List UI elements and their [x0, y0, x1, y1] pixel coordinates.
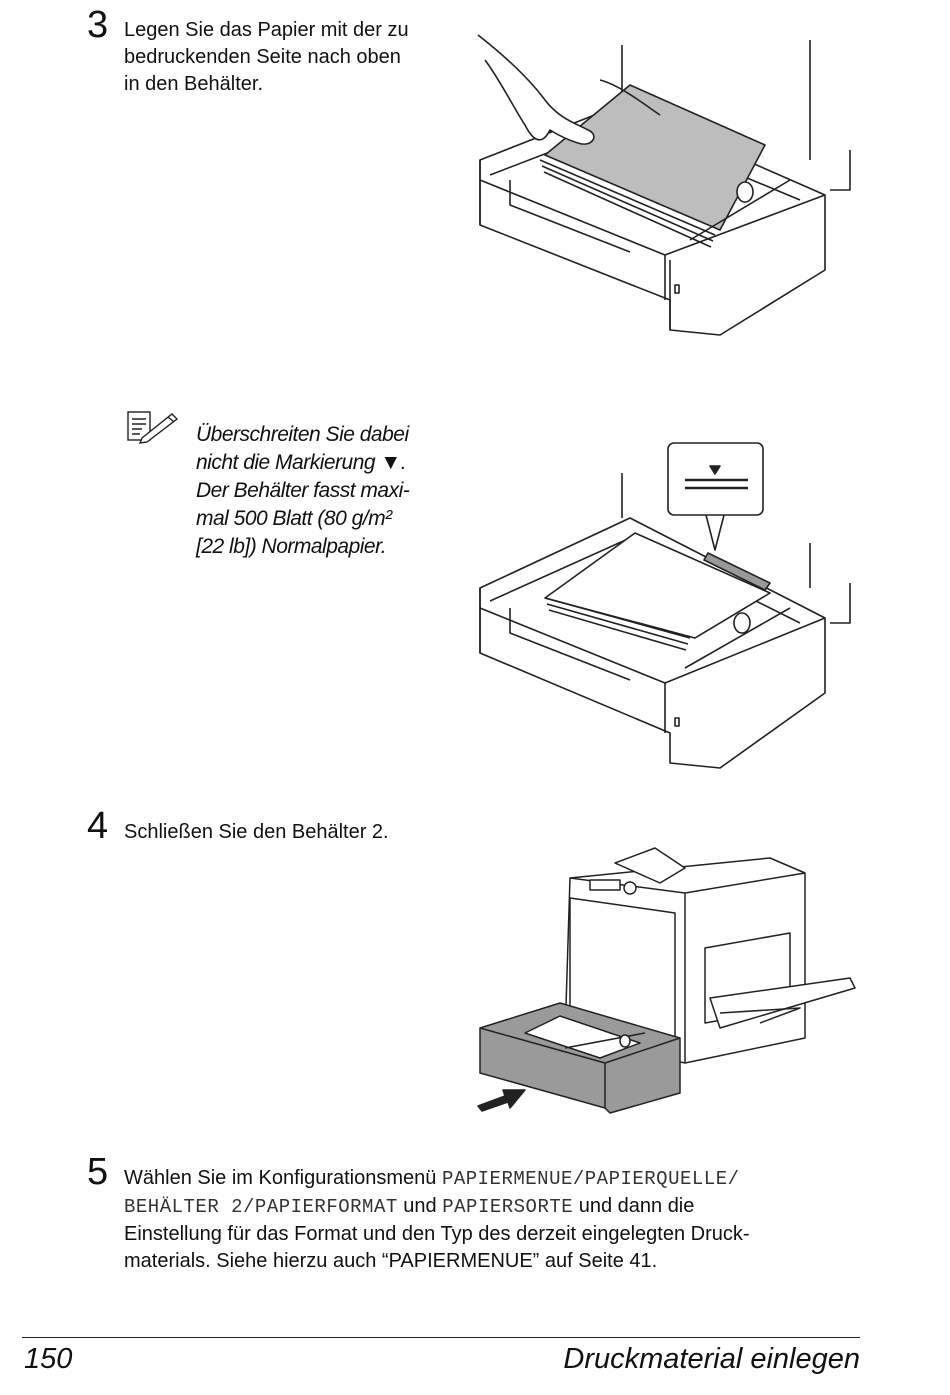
note-line: [22 lb]) Normalpapier. — [196, 535, 387, 558]
menu-item-text: PAPIERSORTE — [442, 1196, 574, 1218]
menu-path-text: PAPIERMENUE/PAPIERQUELLE/ — [441, 1168, 740, 1190]
step-5-text: Wählen Sie im Konfigurationsmenü PAPIERM… — [124, 1165, 884, 1275]
step-3-line: Legen Sie das Papier mit der zu — [124, 19, 409, 41]
step-5-number: 5 — [87, 1151, 109, 1193]
step-5-line-4: materials. Siehe hierzu auch “PAPIERMENU… — [124, 1250, 658, 1272]
note-text: Überschreiten Sie dabei nicht die Markie… — [196, 421, 456, 561]
menu-path-text: BEHÄLTER 2/PAPIERFORMAT — [124, 1196, 398, 1218]
printer-close-tray-illustration — [477, 847, 856, 1114]
step-5-line-1: Wählen Sie im Konfigurationsmenü PAPIERM… — [124, 1165, 884, 1193]
note-line: nicht die Markierung ▼. — [196, 451, 407, 474]
step-3-number: 3 — [87, 4, 109, 46]
note-line: Überschreiten Sie dabei — [196, 423, 409, 446]
tray-loading-illustration — [477, 34, 851, 336]
step-3-text: Legen Sie das Papier mit der zu bedrucke… — [124, 17, 409, 98]
step-5-line-2: BEHÄLTER 2/PAPIERFORMAT und PAPIERSORTE … — [124, 1193, 884, 1221]
step-3-line: bedruckenden Seite nach oben — [124, 46, 401, 68]
note-pencil-icon — [127, 411, 179, 444]
step-3-line: in den Behälter. — [124, 73, 263, 95]
note-line: Der Behälter fasst maxi- — [196, 479, 410, 502]
step-5-text-part: und — [397, 1195, 443, 1217]
section-title: Druckmaterial einlegen — [563, 1343, 860, 1375]
page-number: 150 — [24, 1343, 73, 1375]
footer-divider — [22, 1337, 860, 1338]
note-line: mal 500 Blatt (80 g/m² — [196, 507, 392, 530]
step-5-text-part: und dann die — [573, 1195, 695, 1217]
tray-fill-mark-illustration — [479, 442, 851, 769]
step-4-number: 4 — [87, 805, 109, 847]
step-5-text-part: Wählen Sie im Konfigurationsmenü — [124, 1167, 442, 1189]
step-4-text: Schließen Sie den Behälter 2. — [124, 821, 389, 843]
step-5-line-3: Einstellung für das Format und den Typ d… — [124, 1223, 750, 1245]
